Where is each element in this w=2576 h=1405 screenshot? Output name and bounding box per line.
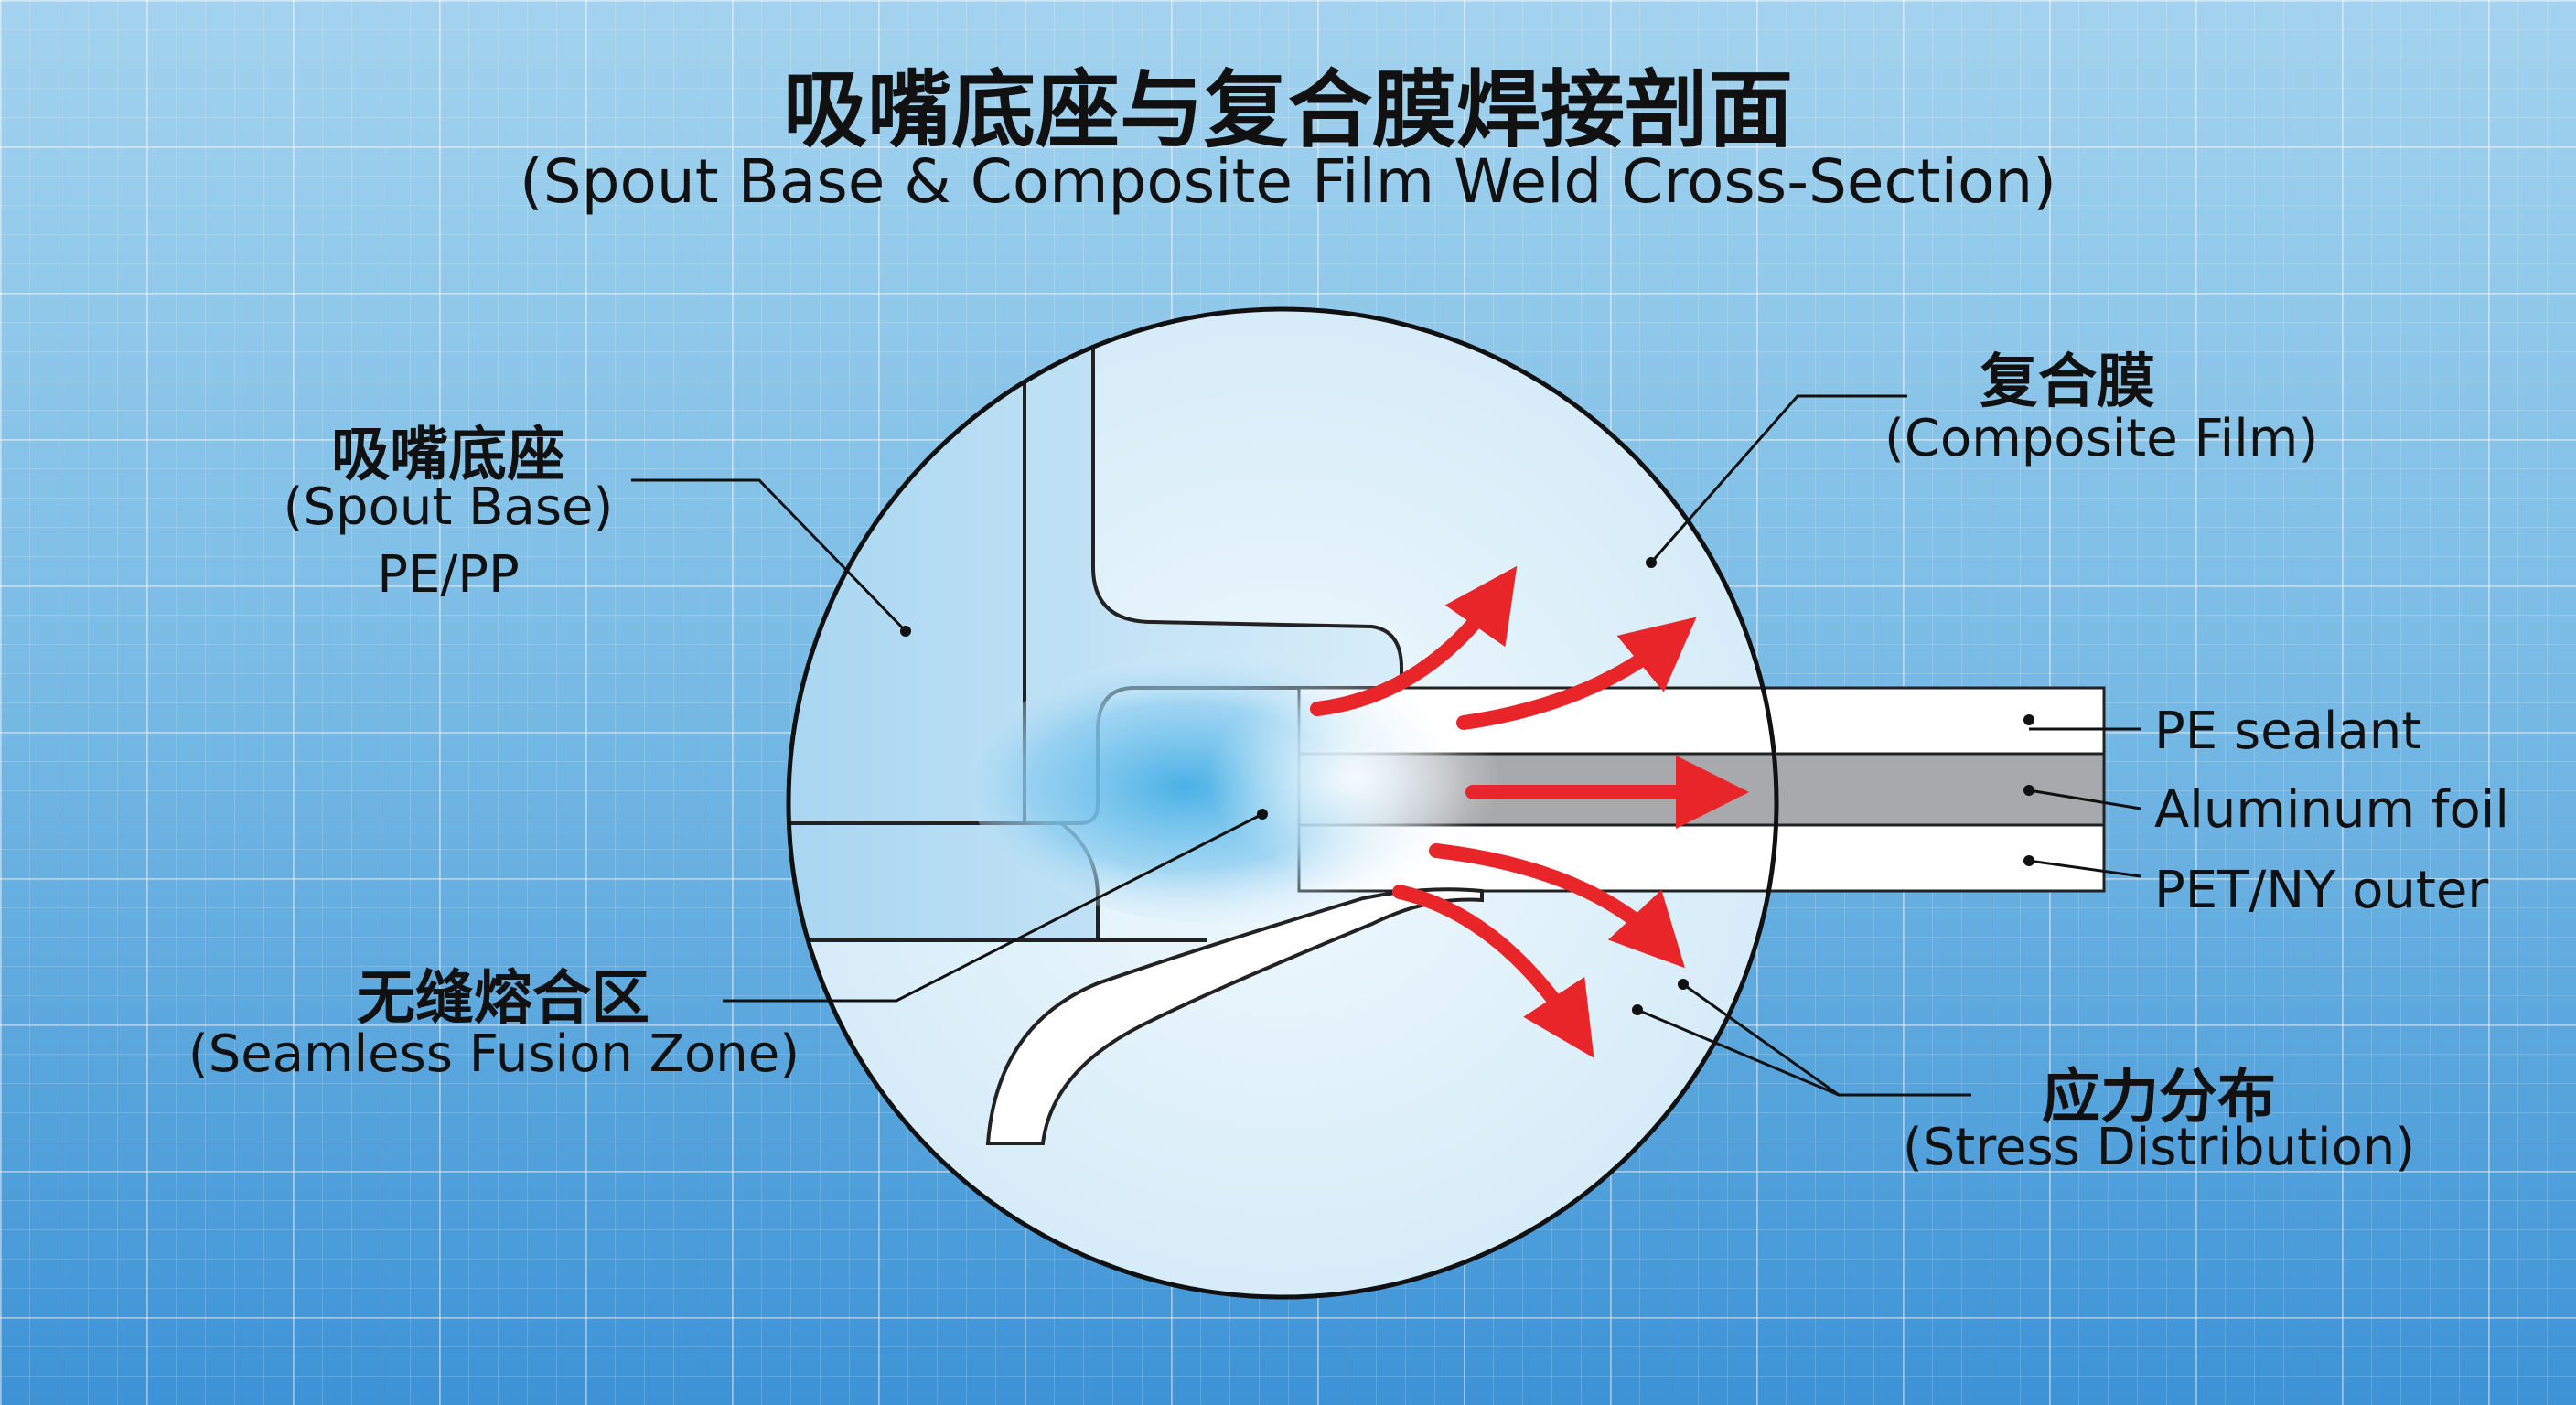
stress-arrow-up-right [1456, 617, 1697, 730]
stress-arrow-down-right [1429, 843, 1685, 969]
leader-fusion-zone [723, 812, 1263, 1003]
composite-film-label-zh: 复合膜 [1980, 349, 2155, 416]
leader-aluminum-foil [2028, 788, 2141, 810]
spout-base-label-zh: 吸嘴底座 [331, 422, 565, 489]
stress-arrow-up-left [1310, 565, 1518, 716]
layer-label-pet-ny-outer: PET/NY outer [2154, 861, 2489, 920]
fusion-zone-label-zh: 无缝熔合区 [357, 965, 649, 1033]
cross-section-content [789, 309, 1776, 1297]
layer-label-pe-sealant: PE sealant [2154, 702, 2422, 761]
stress-label-en: (Stress Distribution) [1902, 1118, 2416, 1177]
fusion-zone-label-en: (Seamless Fusion Zone) [188, 1024, 800, 1084]
magnifier-circle-outline [786, 306, 1779, 1300]
stress-arrow-down-left [1392, 885, 1594, 1058]
leader-stress-2 [1637, 1008, 1840, 1097]
leader-spout-base [631, 478, 907, 633]
spout-base-material: PE/PP [377, 545, 520, 605]
stress-label-zh: 应力分布 [2042, 1064, 2276, 1132]
spout-base-label-en: (Spout Base) [283, 477, 614, 537]
leader-pet-ny [2028, 859, 2141, 878]
leader-composite-film [1649, 394, 1907, 563]
title-chinese: 吸嘴底座与复合膜焊接剖面 [782, 61, 1793, 159]
composite-film-label-en: (Composite Film) [1884, 409, 2319, 468]
fusion-haze [1208, 677, 1500, 878]
layer-label-aluminum-foil: Aluminum foil [2154, 780, 2509, 840]
curved-film-tail [985, 887, 1484, 1145]
leader-lines [631, 394, 2141, 1097]
title-english: (Spout Base & Composite Film Weld Cross-… [520, 146, 2056, 217]
